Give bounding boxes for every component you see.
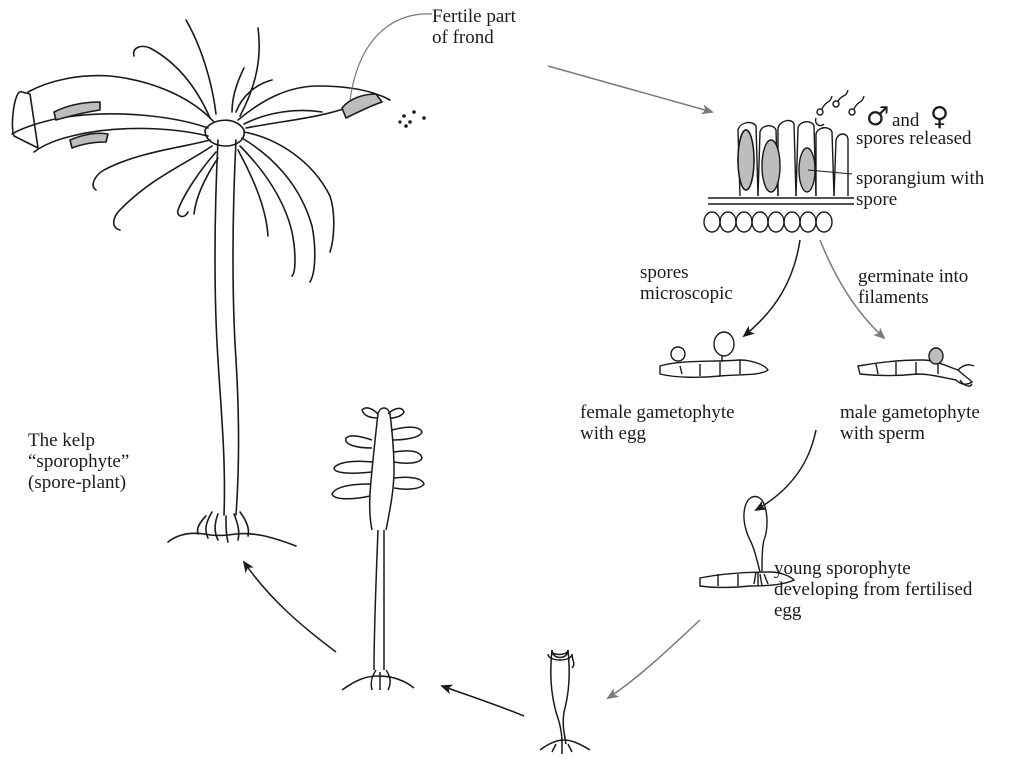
label-germinate: germinate into filaments bbox=[858, 266, 968, 308]
label-kelp-sporophyte: The kelp “sporophyte” (spore-plant) bbox=[28, 430, 129, 493]
fertile-part-leader-line bbox=[350, 14, 432, 100]
label-spores-released: spores released bbox=[856, 128, 972, 149]
label-spores-microscopic: spores microscopic bbox=[640, 262, 733, 304]
female-gametophyte-illustration bbox=[660, 332, 768, 377]
female-symbol: ♀ bbox=[930, 104, 949, 130]
sporangium-tissue-illustration bbox=[704, 90, 864, 232]
arrow-to-young-sporophyte bbox=[756, 430, 816, 510]
released-spore-dots bbox=[398, 110, 425, 128]
label-young-sporophyte: young sporophyte developing from fertili… bbox=[774, 558, 972, 621]
male-gametophyte-illustration bbox=[858, 348, 974, 386]
label-fertile-part: Fertile part of frond bbox=[432, 6, 516, 48]
label-female-gametophyte: female gametophyte with egg bbox=[580, 402, 735, 444]
arrow-to-adult-kelp bbox=[244, 562, 336, 652]
label-sporangium: sporangium with spore bbox=[856, 168, 984, 210]
arrow-to-juvenile-kelp bbox=[608, 620, 700, 698]
arrow-to-female-gametophyte bbox=[744, 240, 800, 336]
arrow-frond-to-sporangium bbox=[548, 66, 712, 112]
label-male-gametophyte: male gametophyte with sperm bbox=[840, 402, 980, 444]
arrow-to-small-kelp bbox=[442, 686, 524, 716]
juvenile-blade-illustration bbox=[540, 650, 590, 754]
male-symbol: ♂ bbox=[866, 104, 889, 130]
small-kelp-illustration bbox=[332, 408, 424, 690]
